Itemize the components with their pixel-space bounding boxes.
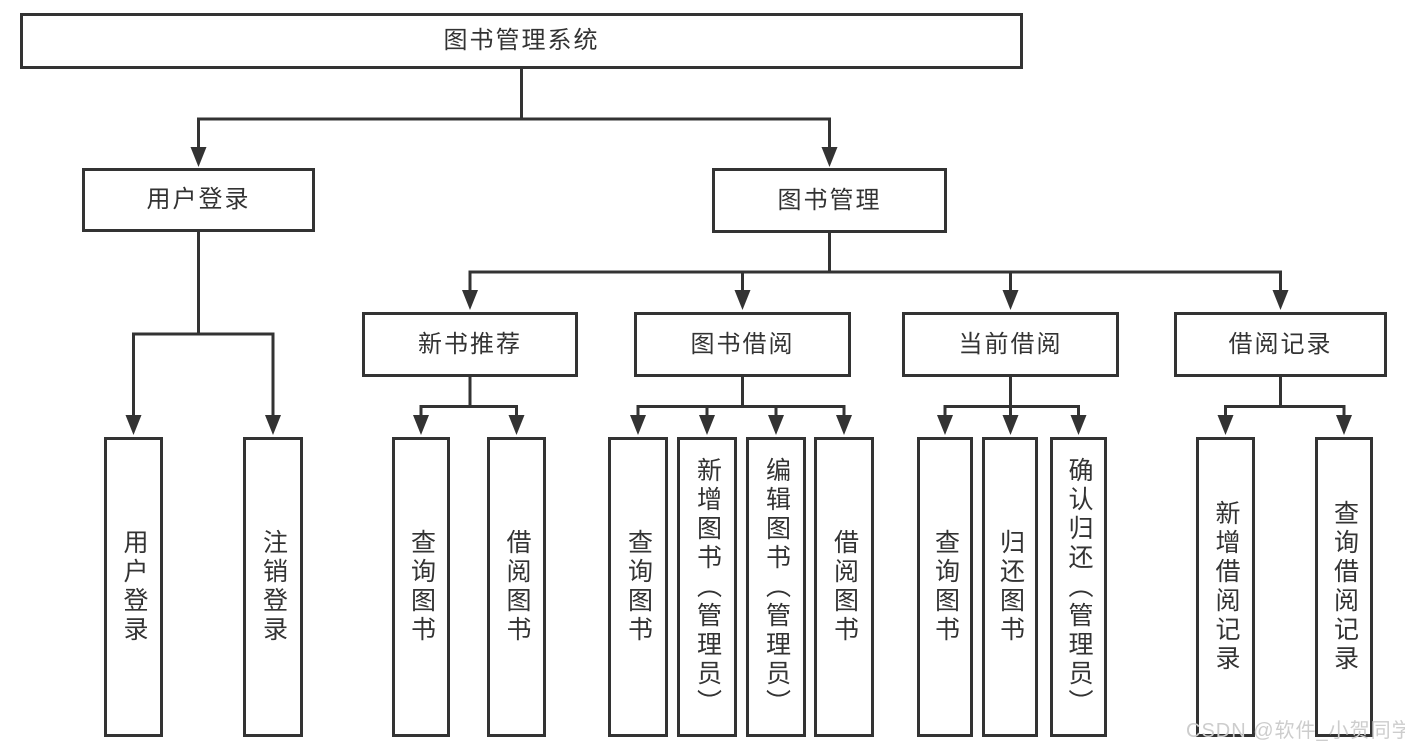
node-current-borrowing: 当前借阅 [902,312,1119,377]
node-book-borrowing: 图书借阅 [634,312,851,377]
leaf-query-books-borrowing: 查询图书 [608,437,668,737]
node-user-login: 用户登录 [82,168,315,232]
leaf-borrow-books-recommend: 借阅图书 [487,437,546,737]
node-label: 借阅记录 [1228,330,1333,358]
node-label: 用户登录 [120,529,148,645]
node-label: 新书推荐 [418,330,522,358]
node-label: 查询图书 [407,529,436,645]
node-label: 图书管理 [777,186,882,214]
node-label: 编辑图书（管理员） [762,456,791,718]
node-label: 查询图书 [931,529,960,645]
leaf-confirm-return-admin: 确认归还（管理员） [1050,437,1107,737]
node-library-management-system: 图书管理系统 [20,13,1023,69]
node-label: 查询图书 [624,529,653,645]
node-label: 查询借阅记录 [1330,500,1359,674]
node-label: 图书借阅 [690,330,795,358]
node-label: 确认归还（管理员） [1065,456,1093,718]
leaf-return-books: 归还图书 [982,437,1038,737]
node-label: 用户登录 [146,186,251,213]
leaf-add-books-admin: 新增图书（管理员） [677,437,737,737]
node-label: 注销登录 [259,529,288,645]
node-label: 归还图书 [996,529,1025,645]
node-book-management: 图书管理 [712,168,947,233]
node-new-book-recommendation: 新书推荐 [362,312,578,377]
node-label: 图书管理系统 [443,27,600,54]
node-label: 新增借阅记录 [1212,500,1240,674]
leaf-borrow-books: 借阅图书 [814,437,874,737]
node-label: 新增图书（管理员） [693,456,722,718]
leaf-logout: 注销登录 [243,437,303,737]
leaf-edit-books-admin: 编辑图书（管理员） [746,437,806,737]
node-label: 借阅图书 [830,529,859,645]
leaf-query-borrow-record: 查询借阅记录 [1315,437,1373,737]
leaf-add-borrow-record: 新增借阅记录 [1196,437,1255,737]
leaf-user-login: 用户登录 [104,437,163,737]
node-borrowing-records: 借阅记录 [1174,312,1387,377]
node-label: 当前借阅 [958,330,1063,358]
csdn-watermark: CSDN @软件_小贺同学 [1186,720,1405,742]
leaf-query-books-current: 查询图书 [917,437,973,737]
node-label: 借阅图书 [503,529,531,645]
leaf-query-books-recommend: 查询图书 [392,437,450,737]
